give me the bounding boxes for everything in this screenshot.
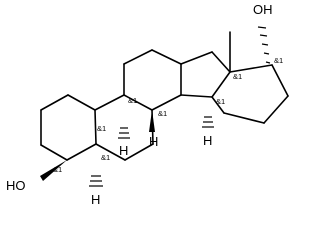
stereo-label-c3: &1 (53, 165, 62, 174)
ring-a (40, 94, 97, 161)
h-c8-wedge (149, 110, 155, 132)
steroid-structure-diagram: OH HO H H H H &1 &1 &1 &1 &1 &1 &1 &1 (6, 2, 289, 207)
h-c5-hashed (89, 175, 103, 187)
ho-left-label: HO (6, 178, 26, 193)
oh-top-hashed-bond (257, 26, 271, 64)
stereo-label-c5: &1 (101, 153, 110, 162)
stereo-label-c14: &1 (216, 97, 225, 106)
h-c14-label: H (203, 133, 212, 148)
h-c5-label: H (91, 192, 100, 207)
stereo-label-c9: &1 (128, 96, 137, 105)
h-c9-hashed (118, 127, 130, 139)
methyl-groups (123, 31, 231, 96)
ring-d-cyclopentane (211, 64, 289, 124)
ho-wedge-bond (40, 160, 67, 181)
h-c9-label: H (119, 143, 128, 158)
ring-c (123, 49, 182, 111)
stereo-label-c8: &1 (158, 109, 167, 118)
ring-d (180, 51, 231, 98)
stereo-label-c17: &1 (274, 56, 283, 65)
h-c8-label: H (149, 134, 158, 149)
stereo-label-c10: &1 (97, 124, 106, 133)
h-c14-hashed (202, 116, 214, 128)
oh-top-label: OH (253, 2, 273, 17)
stereo-label-c13: &1 (233, 72, 242, 81)
